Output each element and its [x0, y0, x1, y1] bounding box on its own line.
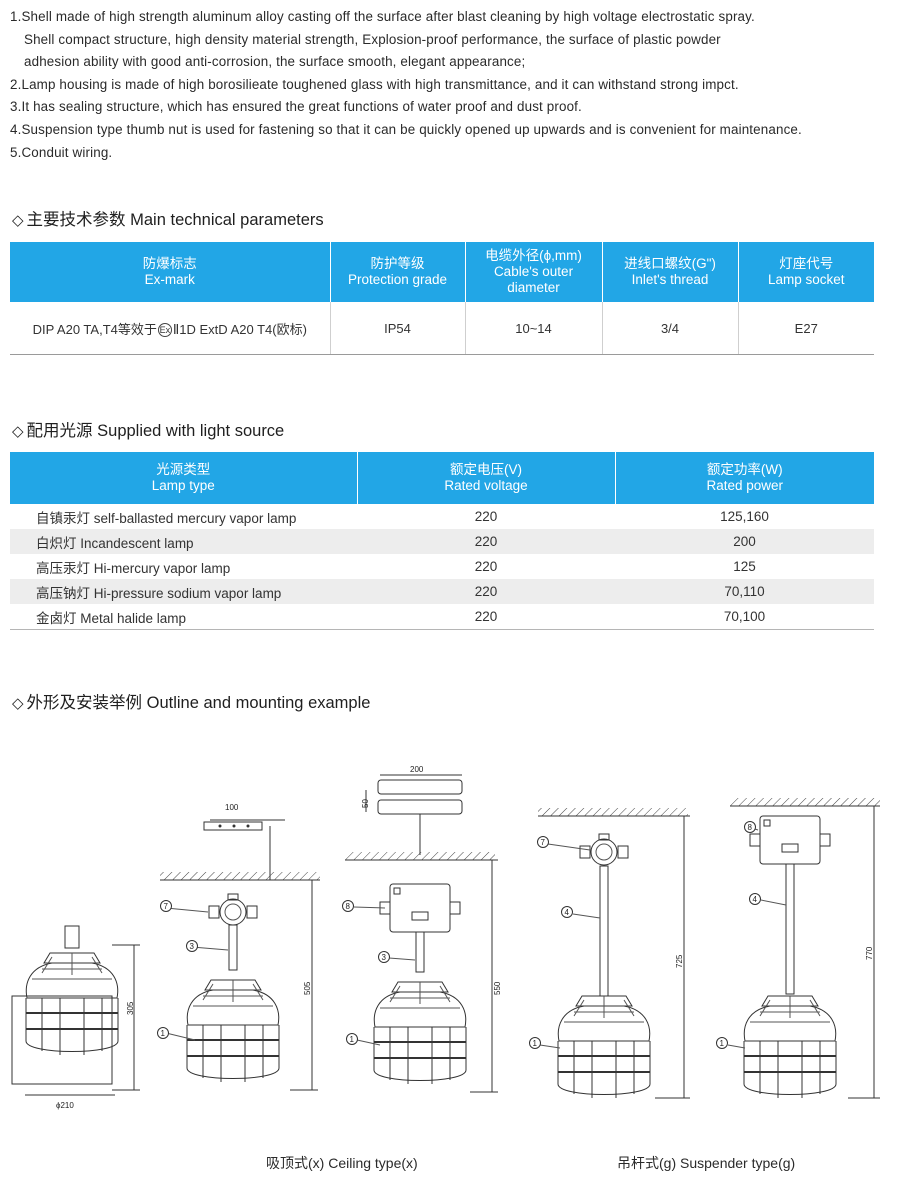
- outline-drawing: 305 ϕ210 100 505 200 50 550: [11, 765, 880, 1110]
- callout-8-icon: 8: [342, 900, 354, 912]
- rated-power-cell: 70,110: [615, 579, 874, 604]
- column-header: 电缆外径(ϕ,mm)Cable's outer diameter: [464, 242, 602, 302]
- callout-1-icon: 1: [716, 1037, 728, 1049]
- svg-text:3: 3: [190, 942, 195, 951]
- diamond-icon: ◇: [12, 422, 24, 440]
- rated-power-cell: 70,100: [615, 604, 874, 630]
- rated-voltage-cell: 220: [357, 604, 615, 630]
- column-header: 额定功率(W)Rated power: [614, 452, 874, 504]
- svg-text:4: 4: [565, 908, 570, 917]
- table-row: 自镇汞灯 self-ballasted mercury vapor lamp 2…: [10, 504, 874, 529]
- svg-text:4: 4: [753, 895, 758, 904]
- rated-voltage-cell: 220: [357, 579, 615, 604]
- suspender-type-round-outline: [538, 808, 690, 1099]
- rated-power-cell: 125,160: [720, 509, 769, 524]
- section-title-outline: ◇外形及安装举例 Outline and mounting example: [12, 689, 370, 713]
- ceiling-type-square-outline: [345, 774, 498, 1093]
- cable-diameter-cell: 10~14: [464, 302, 602, 355]
- feature-item: adhesion ability with good anti-corrosio…: [24, 54, 526, 70]
- caption-suspender-type: 吊杆式(g) Suspender type(g): [617, 1155, 796, 1171]
- callout-8-icon: 8: [744, 821, 756, 833]
- lamp-type-cell: 自镇汞灯 self-ballasted mercury vapor lamp: [36, 510, 297, 526]
- svg-text:1: 1: [161, 1029, 166, 1038]
- callout-1-icon: 1: [157, 1027, 169, 1039]
- svg-text:7: 7: [541, 838, 546, 847]
- diamond-icon: ◇: [12, 694, 24, 712]
- rated-voltage-cell: 220: [357, 529, 615, 554]
- suspender-type-square-outline: [730, 798, 880, 1099]
- callout-4-icon: 4: [749, 893, 761, 905]
- section-title-text: 配用光源 Supplied with light source: [26, 422, 285, 440]
- feature-item: 4.Suspension type thumb nut is used for …: [10, 121, 802, 137]
- callout-leaders: [165, 828, 787, 1049]
- rated-power-cell: 125: [733, 559, 756, 574]
- lamp-type-cell: 高压汞灯 Hi-mercury vapor lamp: [36, 560, 231, 576]
- ceiling-type-round-outline: [160, 819, 320, 1091]
- dimension-50: 50: [361, 799, 370, 808]
- svg-text:3: 3: [382, 953, 387, 962]
- table-row: 金卤灯 Metal halide lamp 220 70,100: [10, 604, 874, 630]
- section-title-light-source: ◇配用光源 Supplied with light source: [12, 417, 284, 441]
- dimension-725: 725: [675, 954, 684, 968]
- section-title-main-params: ◇主要技术参数 Main technical parameters: [12, 206, 324, 230]
- callout-7-icon: 7: [537, 836, 549, 848]
- feature-list: 1.Shell made of high strength aluminum a…: [10, 6, 890, 164]
- table-row: 高压钠灯 Hi-pressure sodium vapor lamp 220 7…: [10, 579, 874, 604]
- svg-text:1: 1: [533, 1039, 538, 1048]
- inlet-thread-cell: 3/4: [601, 302, 738, 355]
- callout-3-icon: 3: [378, 951, 390, 963]
- lamp-type-cell: 金卤灯 Metal halide lamp: [10, 604, 357, 630]
- rated-voltage-cell: 220: [474, 509, 498, 524]
- svg-text:8: 8: [346, 902, 351, 911]
- feature-item: 2.Lamp housing is made of high borosilie…: [10, 76, 739, 92]
- dimension-305: 305: [126, 1001, 135, 1015]
- column-header: 进线口螺纹(G")Inlet's thread: [601, 242, 738, 302]
- table-row: 高压汞灯 Hi-mercury vapor lamp 220 125: [10, 554, 874, 579]
- dimension-550: 550: [493, 981, 502, 995]
- diamond-icon: ◇: [12, 211, 24, 229]
- dimension-200: 200: [410, 765, 424, 774]
- dimension-770: 770: [865, 946, 874, 960]
- feature-item: Shell compact structure, high density ma…: [24, 31, 721, 47]
- callout-4-icon: 4: [561, 906, 573, 918]
- callout-1-icon: 1: [529, 1037, 541, 1049]
- callout-7-icon: 7: [160, 900, 172, 912]
- callout-3-icon: 3: [186, 940, 198, 952]
- feature-item: 3.It has sealing structure, which has en…: [10, 99, 582, 115]
- lamp-type-cell: 高压钠灯 Hi-pressure sodium vapor lamp: [10, 579, 357, 604]
- protection-grade-cell: IP54: [329, 302, 465, 355]
- lamp-outline-basic: [11, 925, 140, 1096]
- table-row: 白炽灯 Incandescent lamp 220 200: [10, 529, 874, 554]
- dimension-100: 100: [225, 803, 239, 812]
- column-header: 额定电压(V)Rated voltage: [356, 452, 615, 504]
- feature-item: 1.Shell made of high strength aluminum a…: [10, 9, 755, 24]
- svg-text:7: 7: [164, 902, 169, 911]
- caption-ceiling-type: 吸顶式(x) Ceiling type(x): [266, 1155, 418, 1171]
- svg-text:1: 1: [720, 1039, 725, 1048]
- lamp-type-cell: 白炽灯 Incandescent lamp: [10, 529, 357, 554]
- ex-symbol-icon: Ex: [157, 322, 172, 337]
- dimension-210: ϕ210: [56, 1101, 74, 1110]
- svg-text:8: 8: [748, 823, 753, 832]
- section-title-text: 外形及安装举例 Outline and mounting example: [26, 694, 371, 712]
- dimension-505: 505: [303, 981, 312, 995]
- rated-power-cell: 200: [615, 529, 874, 554]
- lamp-socket-cell: E27: [737, 302, 874, 355]
- svg-text:1: 1: [350, 1035, 355, 1044]
- section-title-text: 主要技术参数 Main technical parameters: [26, 211, 324, 229]
- feature-item: 5.Conduit wiring.: [10, 144, 113, 160]
- callout-1-icon: 1: [346, 1033, 358, 1045]
- rated-voltage-cell: 220: [474, 559, 498, 574]
